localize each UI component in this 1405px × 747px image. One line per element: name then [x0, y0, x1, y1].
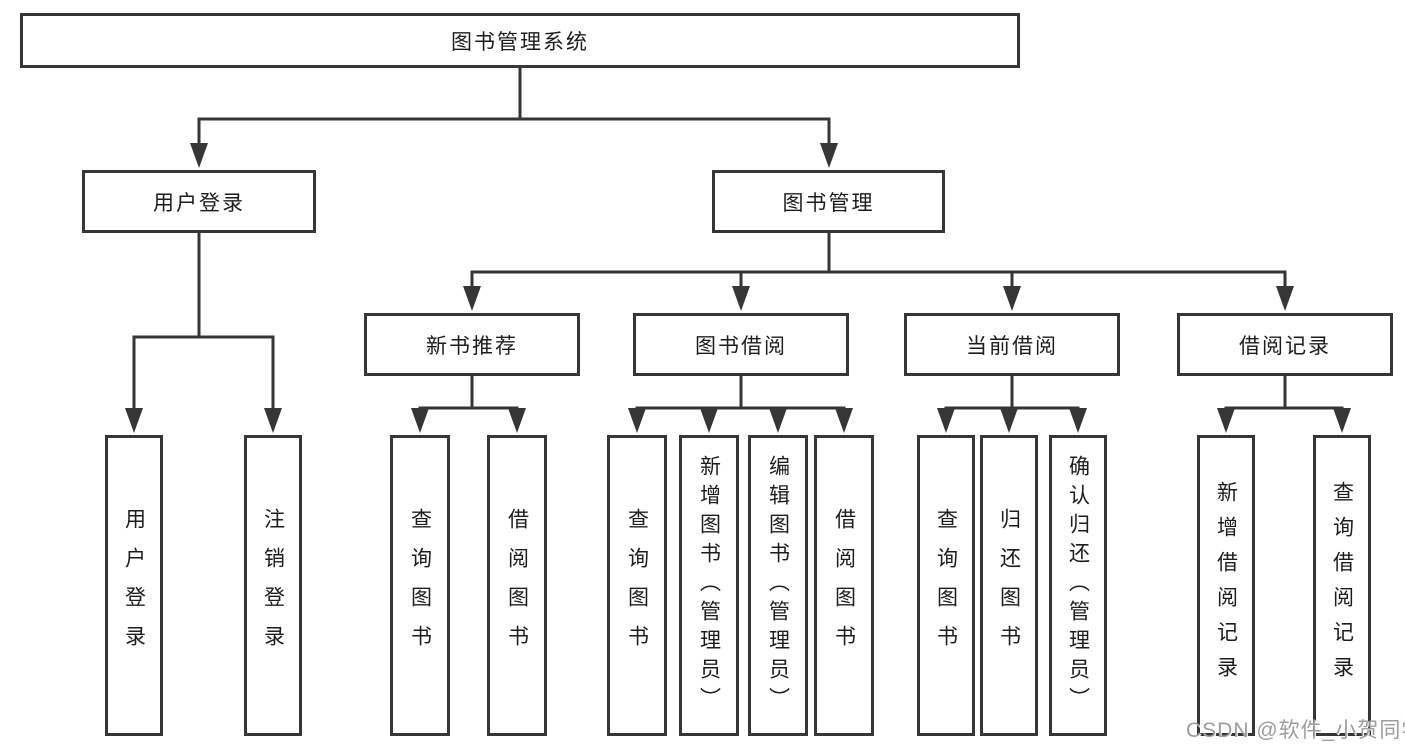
- leaf-borrow-book-1: 借阅图书: [487, 435, 547, 736]
- leaf-confirm-return-admin: 确认归还（管理员）: [1049, 435, 1107, 736]
- node-book-management: 图书管理: [712, 170, 945, 233]
- arrowheads: [125, 143, 1351, 433]
- node-book-borrow: 图书借阅: [633, 313, 849, 376]
- leaf-query-borrow-record: 查询借阅记录: [1313, 435, 1371, 736]
- csdn-watermark: CSDN @软件_小贺同学: [1186, 719, 1405, 742]
- leaf-borrow-book-2: 借阅图书: [814, 435, 874, 736]
- node-borrow-records: 借阅记录: [1177, 313, 1393, 376]
- leaf-user-login: 用户登录: [105, 435, 163, 736]
- node-current-borrow: 当前借阅: [904, 313, 1120, 376]
- leaf-query-book-1: 查询图书: [390, 435, 450, 736]
- leaf-add-borrow-record: 新增借阅记录: [1197, 435, 1255, 736]
- leaf-query-book-2: 查询图书: [607, 435, 667, 736]
- leaf-return-book: 归还图书: [980, 435, 1038, 736]
- node-user-login: 用户登录: [82, 170, 316, 233]
- node-new-book-recommend: 新书推荐: [364, 313, 580, 376]
- leaf-logout-login: 注销登录: [244, 435, 302, 736]
- node-root: 图书管理系统: [20, 13, 1020, 68]
- leaf-add-book-admin: 新增图书（管理员）: [679, 435, 739, 736]
- leaf-query-book-3: 查询图书: [917, 435, 975, 736]
- leaf-edit-book-admin: 编辑图书（管理员）: [748, 435, 808, 736]
